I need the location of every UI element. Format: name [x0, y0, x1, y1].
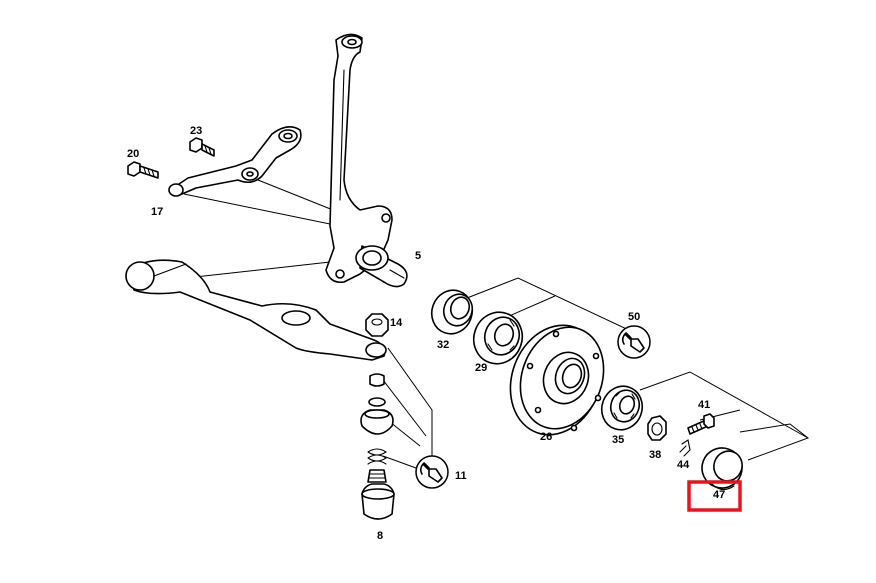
label-part-23: 23 — [190, 125, 202, 137]
label-part-50: 50 — [628, 311, 640, 323]
label-part-41: 41 — [698, 399, 710, 411]
bearing-35 — [600, 385, 644, 431]
bolt-20 — [127, 161, 159, 179]
wrench-icon — [415, 455, 449, 489]
bolt-41 — [687, 413, 715, 435]
bolt-23 — [189, 137, 215, 157]
washer — [369, 373, 385, 387]
label-part-11: 11 — [455, 470, 467, 482]
grease-cap-47 — [701, 447, 743, 491]
contact-spring-44 — [679, 439, 691, 457]
clamp-nut-38 — [647, 415, 667, 441]
label-part-26: 26 — [540, 431, 552, 443]
label-part-47: 47 — [713, 489, 725, 501]
oil-seal-32 — [430, 289, 474, 335]
wheel-hub-26 — [509, 324, 605, 436]
label-part-8: 8 — [377, 530, 383, 542]
dust-boot — [360, 397, 394, 435]
highlight-box — [687, 480, 742, 512]
bearing-29 — [472, 311, 524, 365]
steering-arm — [168, 126, 302, 197]
label-part-29: 29 — [475, 362, 487, 374]
label-part-44: 44 — [677, 459, 690, 471]
label-part-5: 5 — [415, 250, 421, 262]
nut-14 — [365, 313, 389, 337]
ball-joint-8 — [361, 469, 395, 520]
label-part-14: 14 — [390, 317, 403, 329]
label-part-35: 35 — [612, 434, 624, 446]
label-part-38: 38 — [649, 449, 661, 461]
label-part-20: 20 — [127, 148, 139, 160]
wrench-icon — [617, 325, 651, 359]
spring-clip — [367, 448, 387, 465]
lower-control-arm — [125, 259, 387, 361]
label-part-32: 32 — [437, 339, 449, 351]
label-part-17: 17 — [151, 206, 163, 218]
steering-knuckle — [325, 33, 408, 288]
